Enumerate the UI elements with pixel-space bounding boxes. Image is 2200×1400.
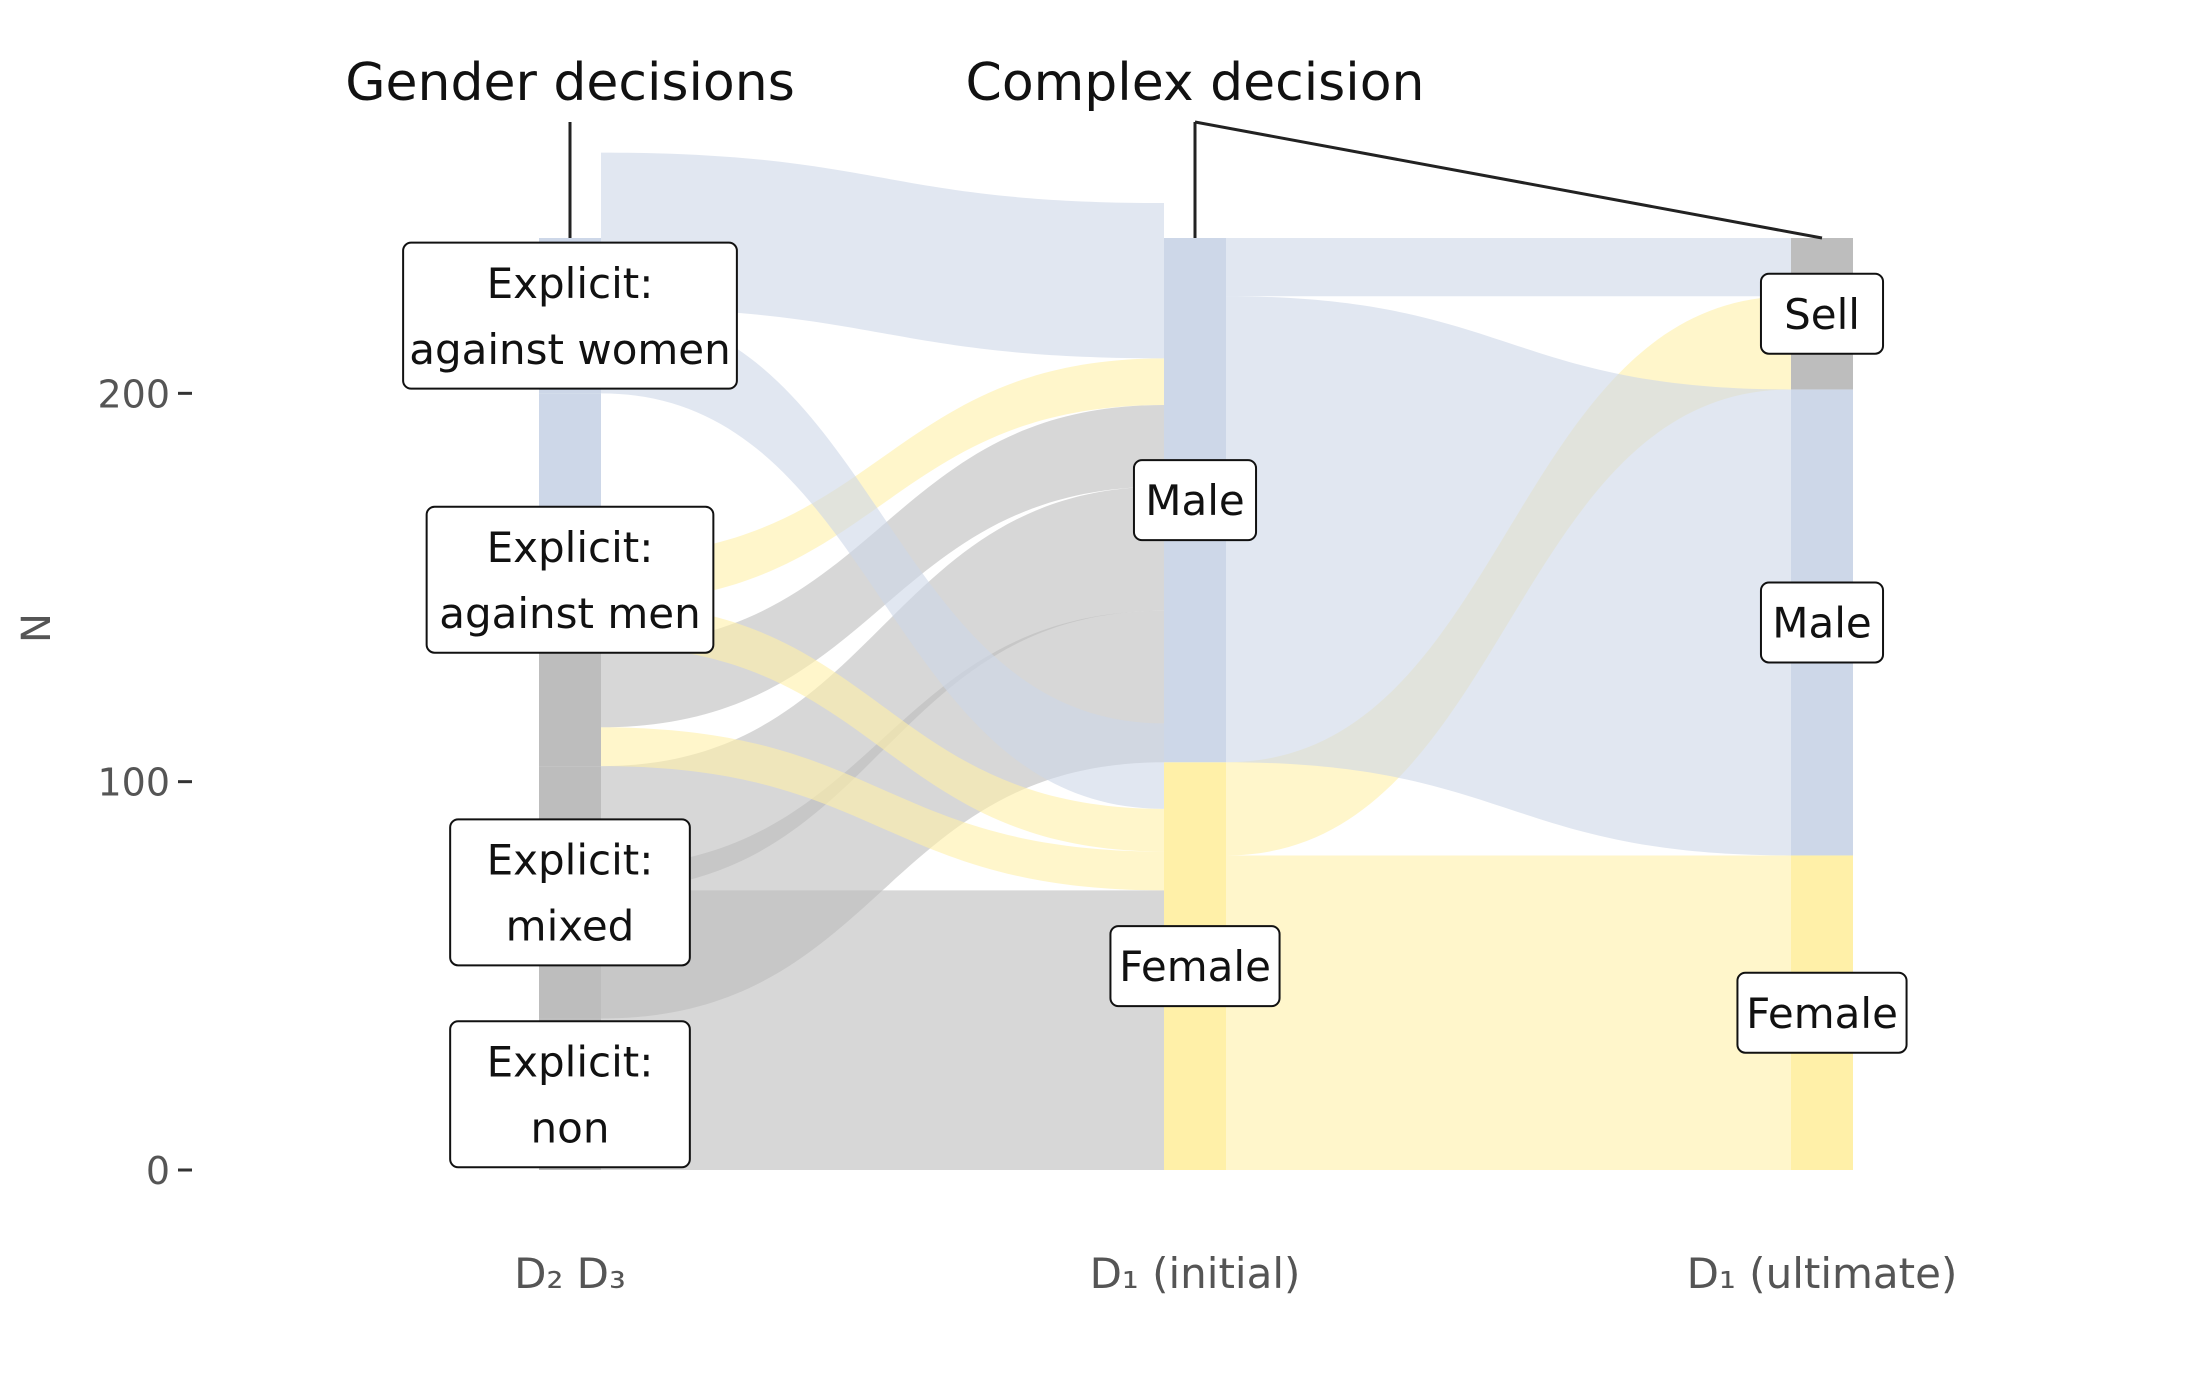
label-text-d23-men-1: against men: [439, 589, 701, 638]
flow-non-to-female-0: [601, 1018, 1164, 1170]
label-box-d1u-female: [1736, 971, 1908, 1054]
label-d23-women: Explicit: against women: [402, 241, 738, 390]
label-text-d23-non-1: non: [531, 1103, 610, 1152]
x-axis-labels: D₂ D₃ D₁ (initial) D₁ (ultimate): [514, 1249, 1957, 1298]
label-text-d23-women-0: Explicit:: [487, 259, 654, 308]
flow-mixed-to-male-3: [601, 486, 1164, 891]
flow-women-to-female-8: [601, 307, 1164, 809]
decision-annotations: Gender decisions Complex decision: [345, 53, 1823, 240]
flow-women-to-male-9: [601, 152, 1164, 359]
flow-female-to-female-0: [1226, 855, 1791, 1170]
label-text-d1u-sell-0: Sell: [1784, 290, 1860, 339]
y-tick-label-0: 0: [146, 1149, 170, 1193]
stratum-d23-men-upper: [539, 393, 601, 528]
label-box-d23-non: [449, 1020, 691, 1169]
y-tick-label-100: 100: [97, 761, 170, 805]
label-box-d1u-male: [1759, 581, 1885, 664]
label-text-d23-mixed-1: mixed: [506, 901, 635, 950]
label-text-d23-women-1: against women: [409, 325, 731, 374]
flow-mixed-to-female-2: [601, 890, 1164, 1019]
label-box-d23-men: [425, 505, 715, 654]
annotation-1: Complex decision: [966, 53, 1425, 113]
label-d23-men: Explicit: against men: [425, 505, 715, 654]
flow-male-to-sell-3: [1226, 238, 1791, 297]
label-d1i-male: Male: [1132, 459, 1258, 542]
flow-men-to-female-6: [601, 603, 1164, 852]
y-axis-title: N: [14, 613, 60, 643]
label-d1i-female: Female: [1109, 925, 1281, 1008]
label-box-d1i-male: [1132, 459, 1258, 542]
y-axis: 0 100 200: [97, 372, 192, 1193]
y-tick-label-200: 200: [97, 372, 170, 416]
annotation-1-leader-1: [1194, 120, 1823, 240]
axis-label-d1u: D₁ (ultimate): [1687, 1249, 1958, 1298]
label-box-d1u-sell: [1759, 272, 1885, 355]
label-box-d23-women: [402, 241, 738, 390]
flow-men-to-male-7: [601, 358, 1164, 604]
axis-label-d23: D₂ D₃: [514, 1249, 626, 1298]
annotation-0: Gender decisions: [345, 53, 795, 113]
label-d23-mixed: Explicit: mixed: [449, 818, 691, 967]
stratum-labels: Explicit:nonExplicit:mixedExplicit:again…: [402, 241, 1908, 1169]
label-text-d1u-male-0: Male: [1772, 599, 1871, 648]
label-text-d1i-male-0: Male: [1145, 476, 1244, 525]
label-text-d1i-female-0: Female: [1119, 942, 1271, 991]
label-text-d23-men-0: Explicit:: [487, 523, 654, 572]
label-d1u-female: Female: [1736, 971, 1908, 1054]
axis-label-d1i: D₁ (initial): [1090, 1249, 1301, 1298]
flows-d1i-to-d1u: [1226, 238, 1791, 1170]
label-d1u-male: Male: [1759, 581, 1885, 664]
label-d23-non: Explicit: non: [449, 1020, 691, 1169]
flow-male-to-male-2: [1226, 296, 1791, 856]
label-text-d1u-female-0: Female: [1746, 989, 1898, 1038]
flows-d23-to-d1i: [601, 152, 1164, 1170]
flow-men-to-female-4: [601, 727, 1164, 891]
label-box-d1i-female: [1109, 925, 1281, 1008]
label-d1u-sell: Sell: [1759, 272, 1885, 355]
label-text-d23-mixed-0: Explicit:: [487, 835, 654, 884]
label-box-d23-mixed: [449, 818, 691, 967]
label-text-d23-non-0: Explicit:: [487, 1037, 654, 1086]
